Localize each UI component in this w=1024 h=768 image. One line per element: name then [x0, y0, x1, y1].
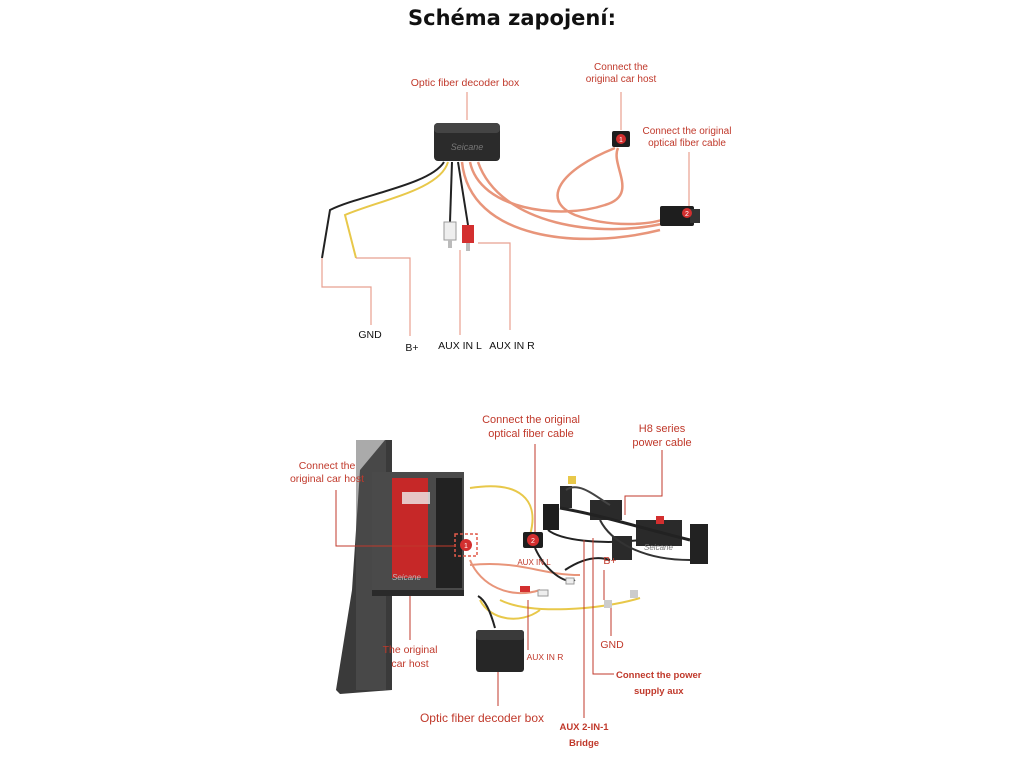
top-bplus-label: B+	[405, 342, 419, 354]
bottom-decoder-label: Optic fiber decoder box	[419, 711, 545, 725]
top-fiber-connector: 2	[660, 206, 700, 226]
car-host-head-unit: Seicane	[336, 440, 464, 694]
top-aux-l-label: AUX IN L	[438, 340, 482, 352]
top-badge-2	[682, 208, 692, 218]
top-badge-2-text: 2	[685, 211, 689, 218]
top-aux-r-label: AUX IN R	[489, 340, 535, 352]
bottom-fiber-label: Connect the original optical fiber cable	[482, 414, 580, 440]
bottom-bplus-label: B+	[603, 555, 617, 567]
bottom-aux-r-label: AUX IN R	[526, 652, 564, 662]
bottom-gnd-label: GND	[600, 639, 624, 651]
bottom-badge-1-text: 1	[464, 543, 468, 550]
bottom-fiber-cables	[469, 559, 581, 595]
bottom-h8-label: H8 series power cable	[632, 423, 692, 449]
page-title: Schéma zapojení:	[408, 6, 616, 30]
top-brand-text: Seicane	[451, 142, 484, 152]
top-decoder-label: Optic fiber decoder box	[410, 77, 520, 89]
host-brand-text: Seicane	[392, 573, 421, 582]
bottom-host-label: Connect the original car host	[289, 460, 365, 485]
top-power-wires	[321, 161, 449, 259]
bottom-decoder-box	[476, 630, 524, 672]
top-diagram: Seicane 1 2	[321, 92, 700, 336]
bottom-original-host-label: The original car host	[382, 644, 438, 670]
bottom-leader-lines	[335, 444, 663, 718]
h8-power-harness: Seicane	[543, 476, 708, 564]
bottom-aux-l-label: AUX IN L	[517, 558, 551, 567]
bottom-power-aux-label: Connect the power supply aux	[616, 670, 702, 697]
top-badge-1	[616, 134, 626, 144]
top-rca-cables	[443, 161, 474, 251]
bottom-bridge-label: AUX 2-IN-1 Bridge	[559, 722, 609, 749]
top-leader-lines	[321, 92, 690, 336]
bottom-diagram: Seicane	[335, 440, 708, 718]
top-badge-1-text: 1	[619, 137, 623, 144]
harness-brand-text: Seicane	[644, 543, 673, 552]
top-fiber-cables	[460, 146, 671, 241]
top-host-connector: 1	[612, 131, 630, 147]
top-host-label: Connect the original car host	[585, 62, 657, 85]
bottom-badge-1: 1	[454, 533, 478, 557]
bottom-badge-2: 2	[523, 532, 543, 548]
top-fiber-label: Connect the original optical fiber cable	[642, 126, 732, 149]
bottom-inline-connectors	[520, 577, 638, 608]
bottom-badge-2-text: 2	[531, 538, 535, 545]
bottom-yellow-wires	[469, 485, 641, 620]
top-gnd-label: GND	[358, 329, 382, 341]
top-decoder-box: Seicane	[434, 123, 500, 161]
